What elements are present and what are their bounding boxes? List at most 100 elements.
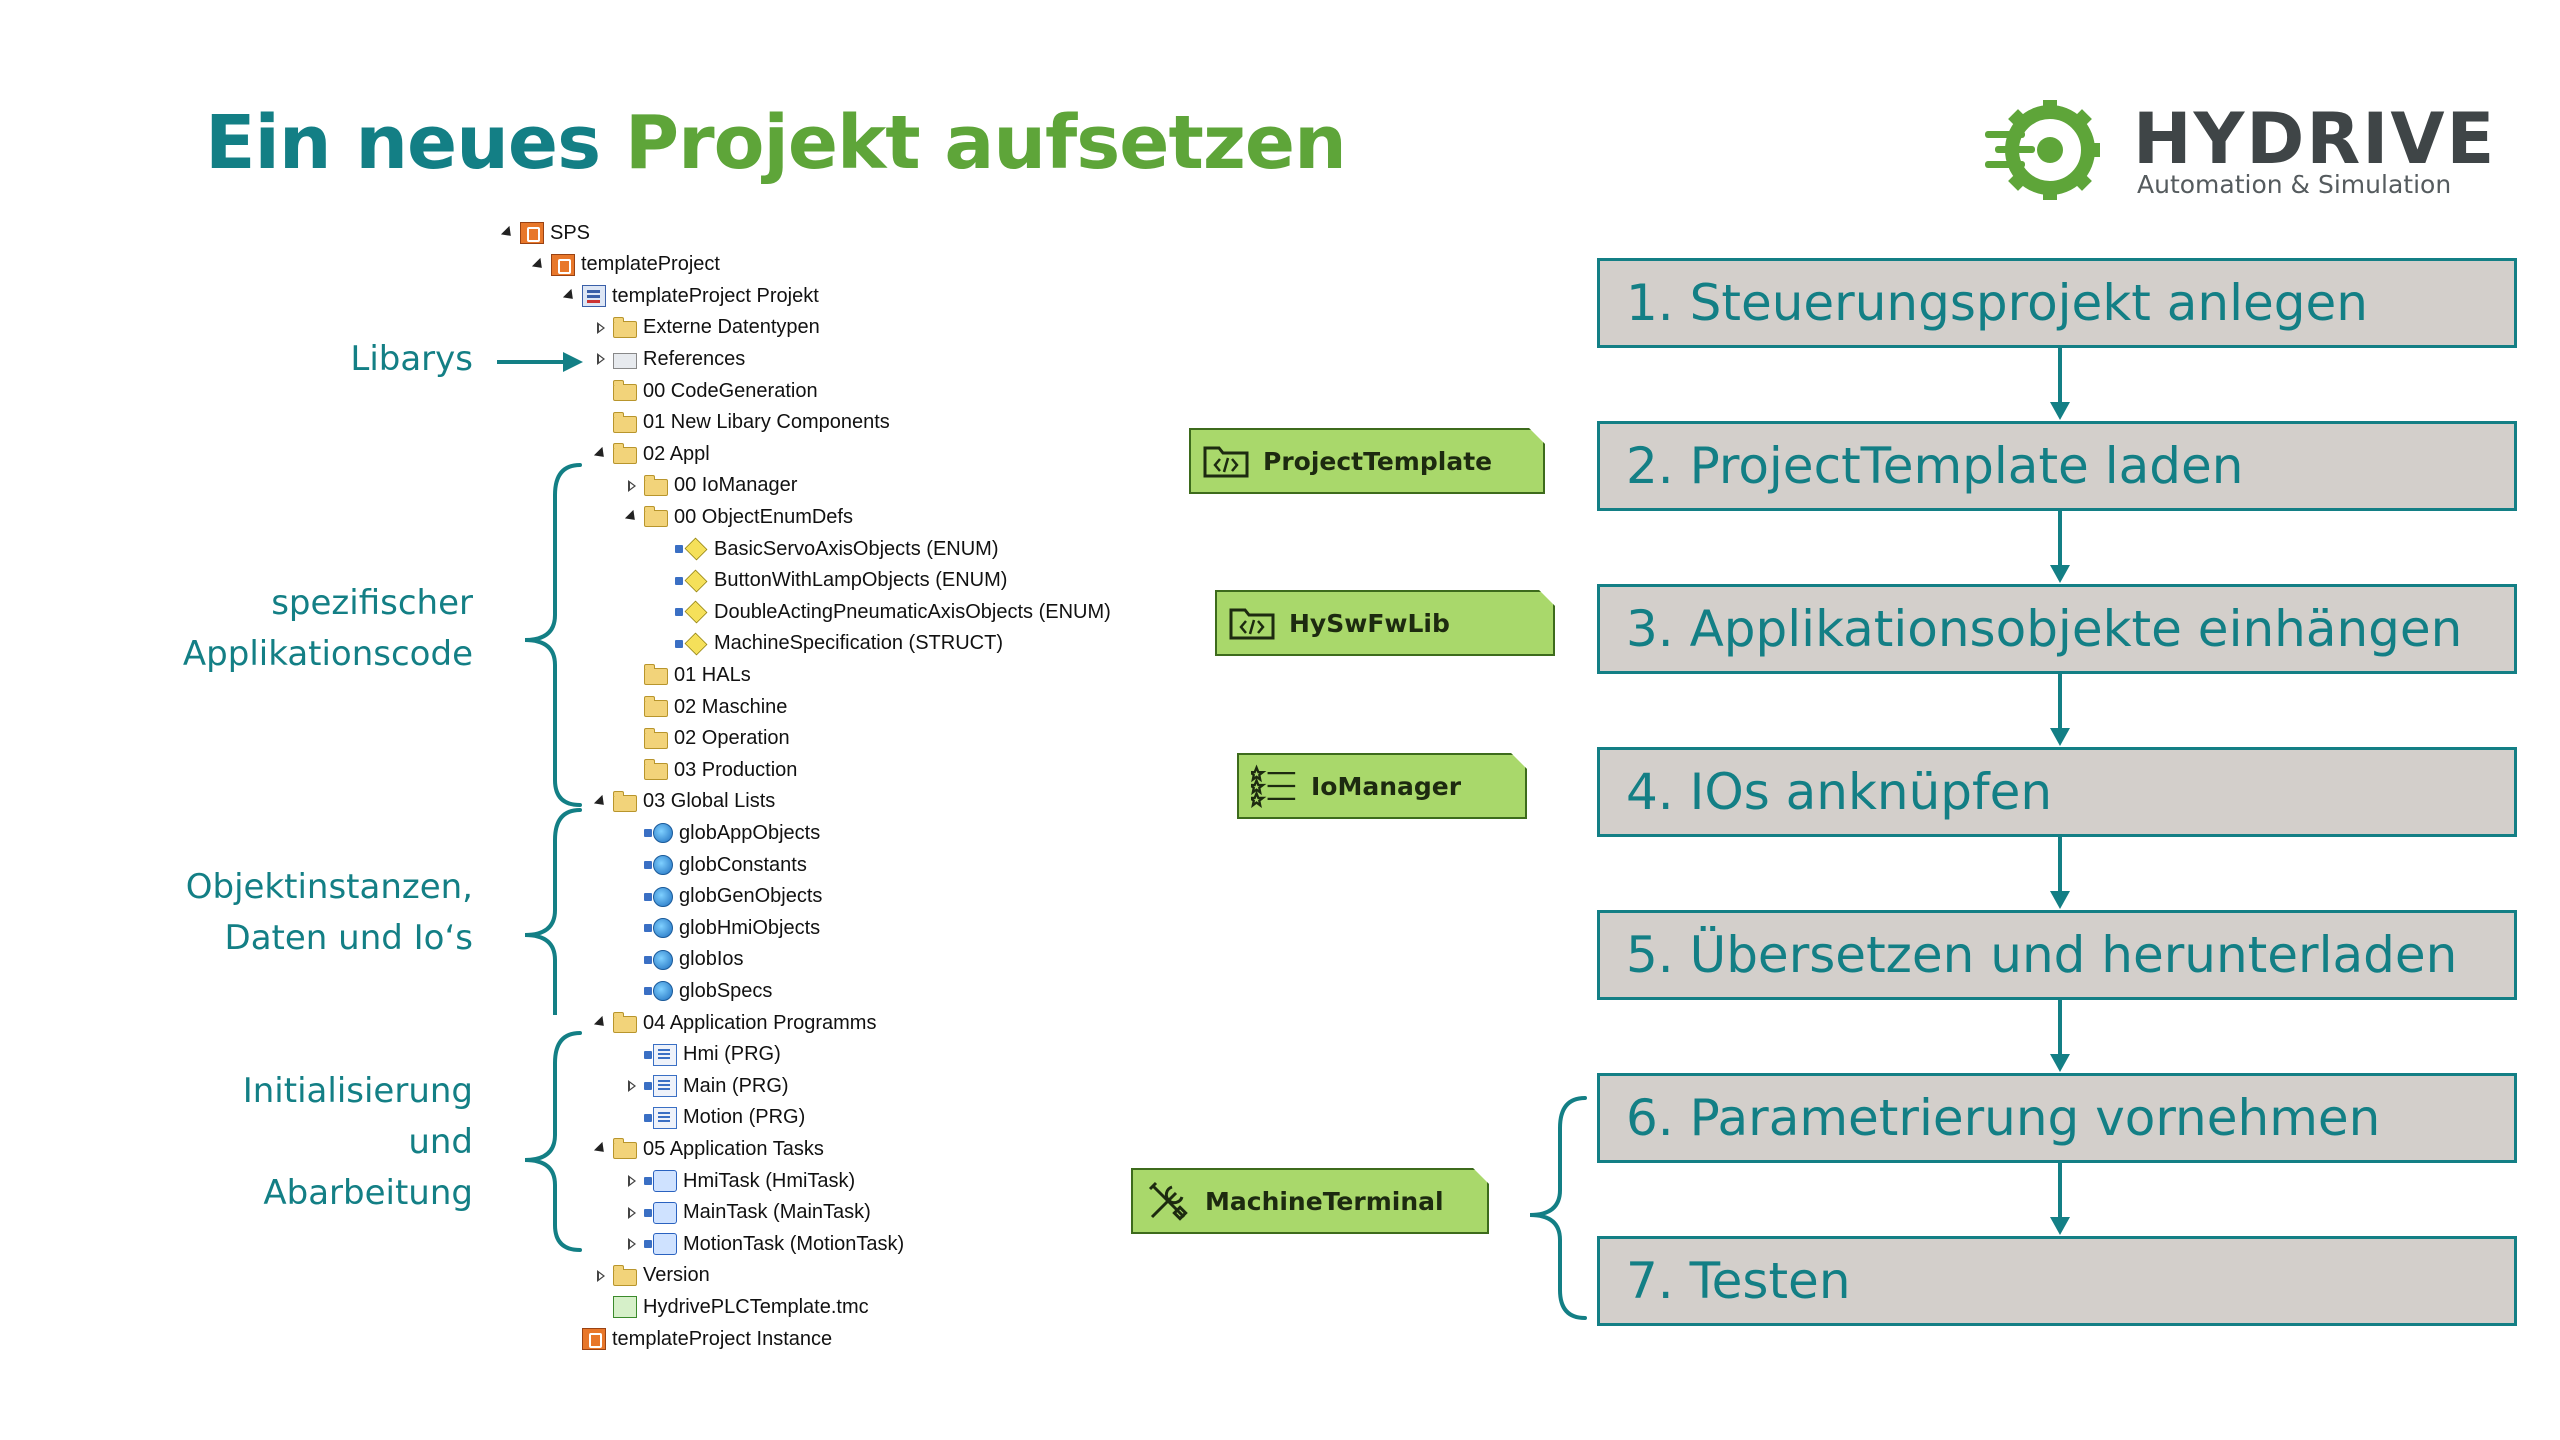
tag-iomanager: IoManager (1237, 753, 1527, 819)
brace-instances (524, 808, 582, 1015)
tree-item[interactable]: SPS (500, 218, 590, 248)
collapse-toggle-icon[interactable] (624, 1205, 640, 1221)
folder-icon (613, 316, 637, 338)
tag-iomanager-label: IoManager (1311, 771, 1462, 801)
tree-item-label: Version (643, 1264, 710, 1287)
folder-icon (644, 727, 668, 749)
expand-toggle-icon[interactable] (500, 225, 516, 241)
tree-item[interactable]: templateProject Projekt (562, 281, 819, 311)
tree-item[interactable]: 04 Application Programms (593, 1008, 876, 1038)
tree-item-label: 02 Operation (674, 727, 790, 750)
tree-item[interactable]: 02 Maschine (624, 692, 787, 722)
step-7: 7. Testen (1597, 1236, 2517, 1326)
task-icon (653, 1201, 677, 1224)
expand-toggle-icon[interactable] (593, 794, 609, 810)
lock-overlay-icon (644, 829, 652, 838)
tree-item[interactable]: DoubleActingPneumaticAxisObjects (ENUM) (655, 597, 1111, 627)
annotation-app-code: spezifischer Applikationscode (183, 578, 473, 680)
collapse-toggle-icon[interactable] (624, 1078, 640, 1094)
lock-overlay-icon (644, 1113, 652, 1122)
tree-item[interactable]: MotionTask (MotionTask) (624, 1229, 904, 1259)
tree-item[interactable]: 00 IoManager (624, 471, 797, 501)
expand-toggle-icon[interactable] (624, 509, 640, 525)
tree-item[interactable]: 00 CodeGeneration (593, 376, 818, 406)
tree-item[interactable]: Externe Datentypen (593, 313, 820, 343)
tree-item[interactable]: 01 New Libary Components (593, 408, 890, 438)
tree-item[interactable]: templateProject (531, 250, 720, 280)
tree-item[interactable]: Motion (PRG) (624, 1103, 805, 1133)
tree-item-label: globGenObjects (679, 885, 823, 908)
tree-item[interactable]: 00 ObjectEnumDefs (624, 502, 853, 532)
tree-item-label: MachineSpecification (STRUCT) (714, 632, 1003, 655)
annotation-libarys: Libarys (350, 339, 473, 379)
tree-item[interactable]: globAppObjects (624, 818, 820, 848)
annotation-init-line1: Initialisierung (242, 1071, 473, 1111)
tree-item[interactable]: MainTask (MainTask) (624, 1198, 871, 1228)
tree-item[interactable]: 05 Application Tasks (593, 1134, 824, 1164)
sps-icon (582, 1328, 606, 1350)
tree-item-label: HmiTask (HmiTask) (683, 1169, 856, 1192)
tree-item-label: Motion (PRG) (683, 1106, 806, 1129)
tree-item[interactable]: MachineSpecification (STRUCT) (655, 629, 1003, 659)
toggle-spacer (624, 1110, 640, 1126)
lock-overlay-icon (644, 892, 652, 901)
tree-item[interactable]: 03 Production (624, 755, 797, 785)
tree-item[interactable]: Version (593, 1261, 710, 1291)
expand-toggle-icon[interactable] (531, 257, 547, 273)
tree-item[interactable]: globSpecs (624, 976, 772, 1006)
folder-open-icon (613, 1138, 637, 1160)
tree-item[interactable]: 01 HALs (624, 660, 751, 690)
tree-item[interactable]: 03 Global Lists (593, 787, 775, 817)
tree-item[interactable]: HydrivePLCTemplate.tmc (593, 1292, 869, 1322)
expand-toggle-icon[interactable] (593, 1141, 609, 1157)
tree-item-label: 03 Production (674, 758, 798, 781)
collapse-toggle-icon[interactable] (593, 351, 609, 367)
collapse-toggle-icon[interactable] (624, 1236, 640, 1252)
collapse-toggle-icon[interactable] (593, 1268, 609, 1284)
step-arrows (2050, 348, 2070, 1235)
tree-item[interactable]: Main (PRG) (624, 1071, 789, 1101)
tree-item-label: Main (PRG) (683, 1074, 789, 1097)
tree-item[interactable]: HmiTask (HmiTask) (624, 1166, 855, 1196)
lock-overlay-icon (644, 1240, 652, 1249)
tag-hyswfwlib: HySwFwLib (1215, 590, 1555, 656)
tree-item[interactable]: 02 Operation (624, 724, 790, 754)
expand-toggle-icon[interactable] (593, 446, 609, 462)
tree-item-label: 00 IoManager (674, 474, 798, 497)
tree-item[interactable]: globIos (624, 945, 744, 975)
toggle-spacer (624, 952, 640, 968)
folder-icon (613, 411, 637, 433)
annotation-app-code-line2: Applikationscode (182, 634, 473, 674)
tree-item[interactable]: globHmiObjects (624, 913, 820, 943)
title-part-2: Projekt aufsetzen (624, 100, 1347, 186)
tree-item[interactable]: templateProject Instance (562, 1324, 832, 1354)
collapse-toggle-icon[interactable] (624, 1173, 640, 1189)
tree-item[interactable]: globConstants (624, 850, 807, 880)
tree-item[interactable]: Hmi (PRG) (624, 1040, 781, 1070)
program-icon (653, 1106, 677, 1129)
tag-project-template: ProjectTemplate (1189, 428, 1545, 494)
enum-icon (684, 632, 708, 656)
globe-icon (653, 886, 673, 907)
tree-item[interactable]: References (593, 344, 745, 374)
expand-toggle-icon[interactable] (562, 288, 578, 304)
tools-icon (1145, 1183, 1191, 1219)
enum-icon (684, 600, 708, 624)
collapse-toggle-icon[interactable] (593, 320, 609, 336)
tree-item-label: SPS (550, 221, 591, 244)
lock-overlay-icon (644, 987, 652, 996)
tree-item[interactable]: 02 Appl (593, 439, 710, 469)
toggle-spacer (624, 920, 640, 936)
tree-item[interactable]: BasicServoAxisObjects (ENUM) (655, 534, 999, 564)
tree-item-label: globHmiObjects (679, 916, 821, 939)
toggle-spacer (624, 762, 640, 778)
expand-toggle-icon[interactable] (593, 1015, 609, 1031)
collapse-toggle-icon[interactable] (624, 478, 640, 494)
tree-item-label: 00 CodeGeneration (643, 379, 818, 402)
step-4: 4. IOs anknüpfen (1597, 747, 2517, 837)
tree-item[interactable]: ButtonWithLampObjects (ENUM) (655, 566, 1007, 596)
toggle-spacer (624, 731, 640, 747)
tree-item[interactable]: globGenObjects (624, 882, 822, 912)
lock-overlay-icon (644, 861, 652, 869)
folder-icon (613, 1264, 637, 1286)
